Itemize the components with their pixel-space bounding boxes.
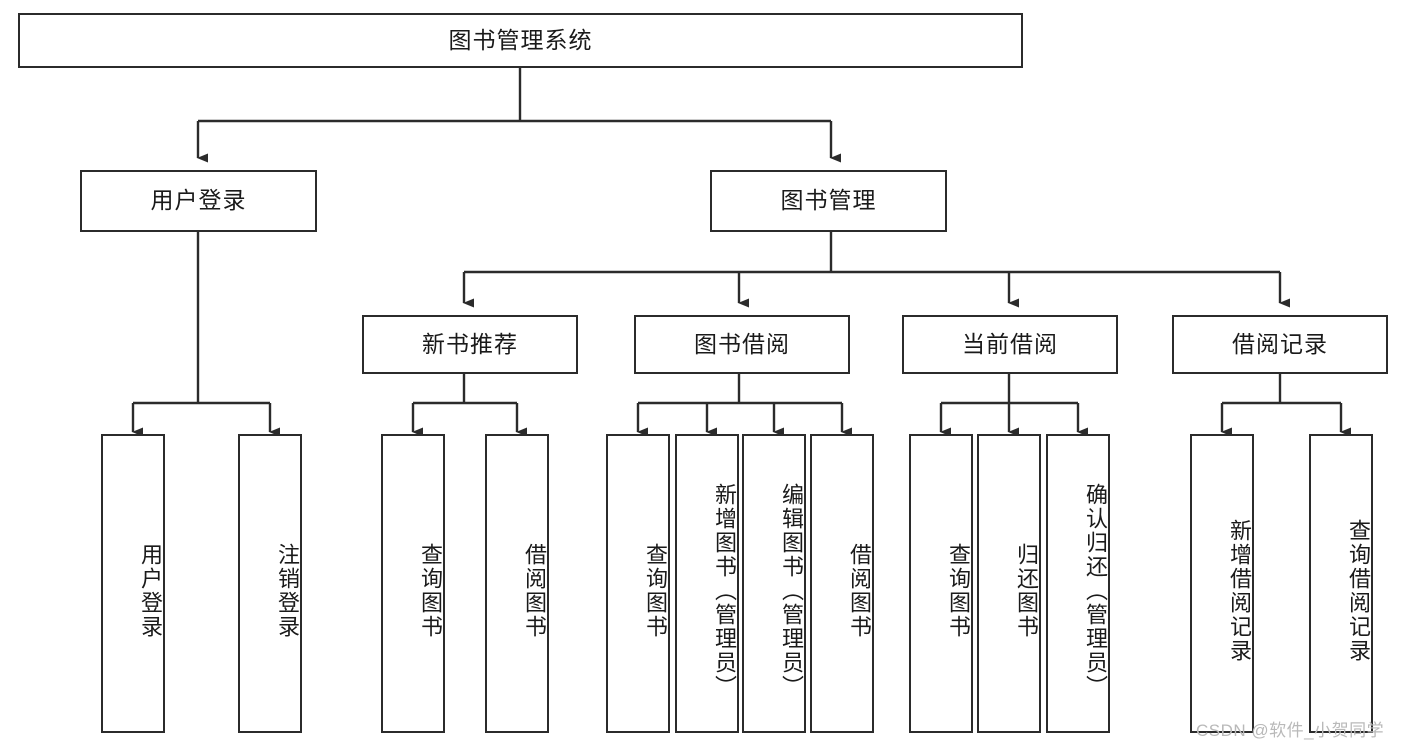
- leaf-current-confirm-return-admin[interactable]: 确认归还（管理员）: [1046, 434, 1110, 733]
- leaf-record-query-record[interactable]: 查询借阅记录: [1309, 434, 1373, 733]
- node-new-book-recommend[interactable]: 新书推荐: [362, 315, 578, 374]
- leaf-label: 借阅图书: [847, 542, 872, 639]
- leaf-label: 查询图书: [418, 542, 443, 639]
- leaf-label: 确认归还（管理员）: [1083, 482, 1108, 699]
- leaf-borrow-borrow-book[interactable]: 借阅图书: [810, 434, 874, 733]
- node-borrow-record[interactable]: 借阅记录: [1172, 315, 1388, 374]
- node-book-borrow[interactable]: 图书借阅: [634, 315, 850, 374]
- leaf-borrow-query-book[interactable]: 查询图书: [606, 434, 670, 733]
- leaf-label: 用户登录: [138, 542, 163, 639]
- leaf-label: 归还图书: [1014, 542, 1039, 639]
- leaf-label: 编辑图书（管理员）: [779, 482, 804, 699]
- leaf-recommend-query-book[interactable]: 查询图书: [381, 434, 445, 733]
- csdn-watermark: CSDN @软件_小贺同学: [1196, 721, 1385, 740]
- leaf-current-query-book[interactable]: 查询图书: [909, 434, 973, 733]
- leaf-label: 新增图书（管理员）: [712, 482, 737, 699]
- node-root-system[interactable]: 图书管理系统: [18, 13, 1023, 68]
- leaf-label: 查询图书: [643, 542, 668, 639]
- leaf-current-return-book[interactable]: 归还图书: [977, 434, 1041, 733]
- node-current-borrow[interactable]: 当前借阅: [902, 315, 1118, 374]
- leaf-recommend-borrow-book[interactable]: 借阅图书: [485, 434, 549, 733]
- leaf-borrow-add-book-admin[interactable]: 新增图书（管理员）: [675, 434, 739, 733]
- leaf-user-login-login[interactable]: 用户登录: [101, 434, 165, 733]
- node-book-management[interactable]: 图书管理: [710, 170, 947, 232]
- leaf-borrow-edit-book-admin[interactable]: 编辑图书（管理员）: [742, 434, 806, 733]
- leaf-label: 借阅图书: [522, 542, 547, 639]
- leaf-label: 新增借阅记录: [1227, 518, 1252, 663]
- leaf-record-add-record[interactable]: 新增借阅记录: [1190, 434, 1254, 733]
- node-user-login[interactable]: 用户登录: [80, 170, 317, 232]
- leaf-label: 注销登录: [275, 542, 300, 639]
- leaf-label: 查询图书: [946, 542, 971, 639]
- leaf-label: 查询借阅记录: [1346, 518, 1371, 663]
- leaf-user-login-logout[interactable]: 注销登录: [238, 434, 302, 733]
